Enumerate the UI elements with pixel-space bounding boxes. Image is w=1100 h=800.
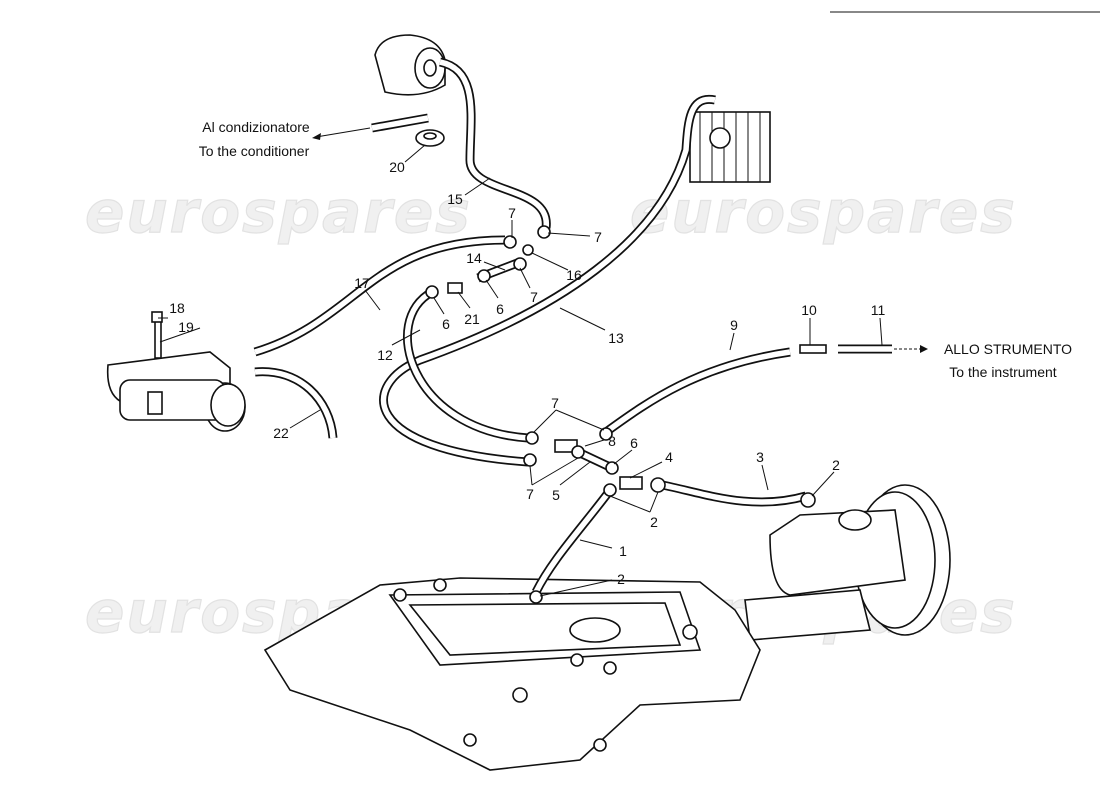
note-instrument-it: ALLO STRUMENTO (944, 341, 1072, 357)
callout-19: 19 (178, 319, 194, 335)
callout-6: 6 (496, 301, 504, 317)
vacuum-pump (106, 317, 246, 432)
hoses (253, 57, 892, 595)
intake-manifold (263, 577, 761, 771)
callout-7: 7 (530, 289, 538, 305)
callouts: 20 15 7 7 16 14 7 6 21 6 17 18 19 13 12 … (169, 159, 885, 587)
callout-21: 21 (464, 311, 480, 327)
callout-6: 6 (442, 316, 450, 332)
callout-7: 7 (526, 486, 534, 502)
brake-servo-and-reservoir (744, 484, 951, 641)
note-instrument: ALLO STRUMENTO To the instrument (894, 341, 1072, 380)
radiator (689, 111, 771, 183)
callout-17: 17 (354, 275, 370, 291)
callout-2: 2 (650, 514, 658, 530)
callout-8: 8 (608, 433, 616, 449)
grommet (415, 129, 445, 147)
callout-1: 1 (619, 543, 627, 559)
note-instrument-en: To the instrument (949, 364, 1056, 380)
leader-lines (158, 144, 883, 597)
callout-7: 7 (594, 229, 602, 245)
callout-16: 16 (566, 267, 582, 283)
watermark: eurospares (630, 178, 1017, 246)
vacuum-canister (374, 34, 446, 96)
callout-22: 22 (273, 425, 289, 441)
callout-6: 6 (630, 435, 638, 451)
callout-12: 12 (377, 347, 393, 363)
callout-15: 15 (447, 191, 463, 207)
callout-14: 14 (466, 250, 482, 266)
callout-7: 7 (508, 205, 516, 221)
arrow-icon (312, 133, 321, 140)
note-conditioner-en: To the conditioner (199, 143, 310, 159)
callout-13: 13 (608, 330, 624, 346)
callout-7: 7 (551, 395, 559, 411)
fittings (151, 225, 827, 604)
callout-11: 11 (871, 302, 886, 318)
callout-18: 18 (169, 300, 185, 316)
note-conditioner-it: Al condizionatore (202, 119, 310, 135)
callout-3: 3 (756, 449, 764, 465)
callout-9: 9 (730, 317, 738, 333)
callout-4: 4 (665, 449, 673, 465)
callout-2: 2 (617, 571, 625, 587)
watermark: eurospares (85, 178, 472, 246)
arrow-icon (920, 345, 928, 353)
callout-2: 2 (832, 457, 840, 473)
callout-5: 5 (552, 487, 560, 503)
note-conditioner: Al condizionatore To the conditioner (199, 119, 371, 159)
callout-20: 20 (389, 159, 405, 175)
callout-10: 10 (801, 302, 817, 318)
